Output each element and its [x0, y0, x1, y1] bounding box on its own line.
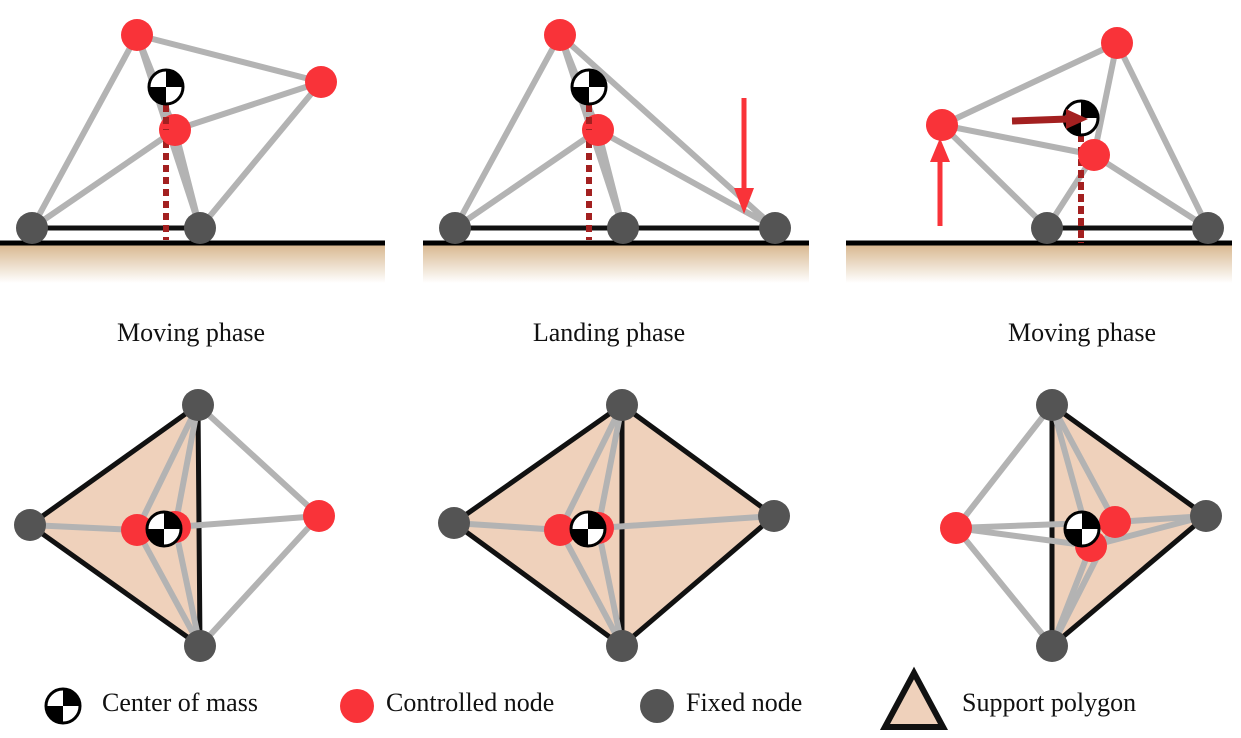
center-of-mass-icon [44, 687, 82, 725]
legend-center-of-mass-label: Center of mass [102, 688, 258, 717]
top-view-landing-phase [438, 389, 790, 662]
controlled-node-icon [340, 689, 374, 723]
fixed-node [606, 389, 638, 421]
fixed-node [606, 630, 638, 662]
controlled-node [1101, 27, 1133, 59]
support-polygon-icon [879, 666, 949, 730]
truss-edges [452, 32, 778, 231]
fixed-node [1031, 212, 1063, 244]
phase-label-3: Moving phase [1007, 318, 1157, 347]
legend-controlled-node-label: Controlled node [386, 688, 555, 717]
top-view-moving-phase-2 [940, 389, 1222, 662]
controlled-node [1099, 506, 1131, 538]
truss-edges [451, 402, 777, 649]
fixed-node [1190, 500, 1222, 532]
fixed-node [439, 212, 471, 244]
fixed-node-icon [640, 689, 674, 723]
ground [423, 243, 809, 283]
ground [846, 243, 1232, 283]
controlled-node [544, 514, 576, 546]
controlled-node [303, 500, 335, 532]
controlled-node [121, 514, 153, 546]
fixed-node [16, 212, 48, 244]
side-view-moving-phase-1 [0, 19, 385, 283]
fixed-node [759, 212, 791, 244]
phase-label-1: Moving phase [116, 318, 266, 347]
controlled-node [940, 512, 972, 544]
center-of-mass-icon [569, 510, 607, 548]
legend-fixed-node-label: Fixed node [686, 688, 803, 717]
fixed-node [184, 630, 216, 662]
legend [44, 666, 949, 730]
controlled-node [305, 66, 337, 98]
center-of-mass-icon [145, 510, 183, 548]
center-of-mass-icon [147, 68, 185, 106]
controlled-node [926, 109, 958, 141]
center-of-mass-icon [570, 68, 608, 106]
truss-edges [27, 402, 322, 649]
ground [0, 243, 385, 283]
controlled-node [1078, 139, 1110, 171]
top-view-moving-phase-1 [14, 389, 335, 662]
force-arrow-icon [734, 98, 754, 214]
force-arrow-icon [1011, 109, 1088, 129]
fixed-node [14, 509, 46, 541]
center-of-mass-icon [1063, 510, 1101, 548]
fixed-node [1036, 630, 1068, 662]
fixed-node [1192, 212, 1224, 244]
fixed-node [1036, 389, 1068, 421]
force-arrow-icon [930, 138, 950, 226]
fixed-node [184, 212, 216, 244]
fixed-node [438, 507, 470, 539]
fixed-node [758, 500, 790, 532]
side-view-moving-phase-2 [846, 27, 1232, 283]
controlled-node [544, 19, 576, 51]
fixed-node [182, 389, 214, 421]
legend-support-polygon-label: Support polygon [962, 688, 1137, 717]
fixed-node [607, 212, 639, 244]
phase-label-2: Landing phase [532, 318, 686, 347]
controlled-node [121, 19, 153, 51]
side-view-landing-phase [423, 19, 809, 283]
